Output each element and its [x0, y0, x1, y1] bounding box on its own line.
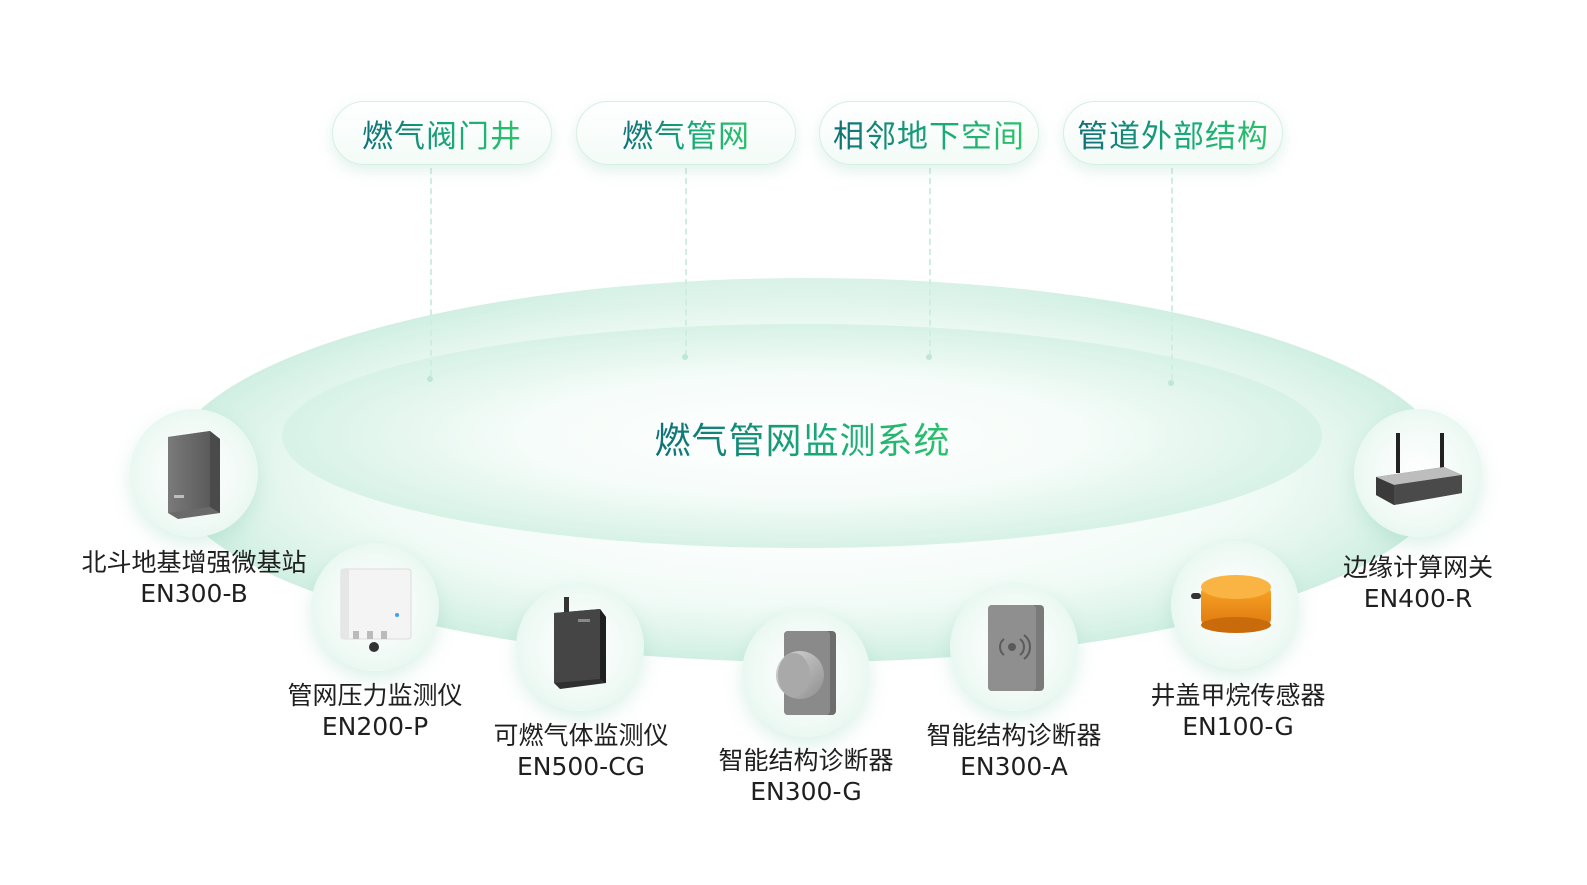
- connector-line: [685, 168, 687, 356]
- device-label-pressure-monitor: 管网压力监测仪 EN200-P: [245, 680, 505, 742]
- scene-pill-pipe-network: 燃气管网: [576, 101, 796, 165]
- device-label-structure-diagnoser-a: 智能结构诊断器 EN300-A: [884, 720, 1144, 782]
- scene-label: 相邻地下空间: [833, 111, 1025, 156]
- scene-pill-valve-well: 燃气阀门井: [332, 101, 552, 165]
- device-name: 可燃气体监测仪: [493, 721, 669, 750]
- methane-sensor-icon: [1191, 575, 1271, 633]
- scene-label: 燃气阀门井: [362, 111, 522, 156]
- pressure-monitor-icon: [340, 568, 412, 652]
- device-label-gas-detector: 可燃气体监测仪 EN500-CG: [451, 720, 711, 782]
- device-label-base-station: 北斗地基增强微基站 EN300-B: [64, 547, 324, 609]
- connector-dot: [427, 376, 433, 382]
- edge-gateway-icon: [1376, 433, 1462, 505]
- connector-dot: [926, 354, 932, 360]
- device-bubble-methane-sensor: [1171, 541, 1299, 669]
- gas-detector-icon: [554, 597, 606, 689]
- device-model: EN300-B: [140, 579, 248, 608]
- device-bubble-structure-diagnoser-a: [950, 583, 1078, 711]
- scene-pill-pipe-structure: 管道外部结构: [1063, 101, 1283, 165]
- device-model: EN300-A: [960, 752, 1068, 781]
- device-bubble-pressure-monitor: [311, 543, 439, 671]
- system-title: 燃气管网监测系统: [654, 421, 951, 462]
- device-model: EN500-CG: [516, 752, 646, 781]
- device-model: EN300-G: [750, 777, 862, 806]
- scene-label: 管道外部结构: [1077, 111, 1269, 156]
- scene-pill-underground-space: 相邻地下空间: [819, 101, 1039, 165]
- device-model: EN100-G: [1182, 712, 1294, 741]
- device-label-structure-diagnoser-g: 智能结构诊断器 EN300-G: [676, 745, 936, 807]
- connector-line: [1171, 168, 1173, 380]
- device-model: EN200-P: [321, 712, 429, 741]
- device-bubble-base-station: [130, 409, 258, 537]
- connector-line: [430, 168, 432, 376]
- device-name: 井盖甲烷传感器: [1150, 681, 1326, 710]
- scene-label: 燃气管网: [622, 111, 750, 156]
- device-name: 智能结构诊断器: [926, 721, 1102, 750]
- structure-diagnoser-a-icon: [988, 605, 1044, 691]
- connector-dot: [1168, 380, 1174, 386]
- device-name: 边缘计算网关: [1342, 553, 1493, 582]
- device-name: 管网压力监测仪: [287, 681, 463, 710]
- device-bubble-edge-gateway: [1354, 409, 1482, 537]
- device-label-edge-gateway: 边缘计算网关 EN400-R: [1288, 552, 1548, 614]
- device-bubble-structure-diagnoser-g: [742, 609, 870, 737]
- connector-line: [929, 168, 931, 356]
- base-station-icon: [168, 431, 220, 519]
- structure-diagnoser-g-icon: [776, 631, 836, 715]
- device-name: 北斗地基增强微基站: [81, 548, 307, 577]
- device-name: 智能结构诊断器: [718, 746, 894, 775]
- device-label-methane-sensor: 井盖甲烷传感器 EN100-G: [1108, 680, 1368, 742]
- device-model: EN400-R: [1363, 584, 1473, 613]
- connector-dot: [682, 354, 688, 360]
- device-bubble-gas-detector: [516, 583, 644, 711]
